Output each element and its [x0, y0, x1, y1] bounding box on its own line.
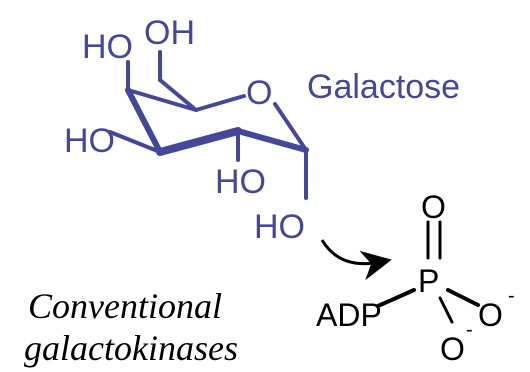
caption-line-1: Conventional	[28, 286, 222, 326]
bond-c5-c6	[158, 78, 198, 112]
ring-bond-c3-c2	[156, 127, 242, 156]
ho-c1-label: HO	[254, 208, 305, 246]
oxygen-right-label: O	[478, 297, 503, 333]
oxygen-top-label: O	[421, 189, 446, 225]
adp-label: ADP	[316, 297, 382, 333]
oxygen-right-charge: -	[508, 285, 515, 307]
bond-p-o-right	[446, 288, 480, 307]
ring-bond-o-c1	[273, 102, 308, 152]
galactose-structure	[108, 50, 309, 200]
oxygen-bottom-label: O	[440, 331, 465, 367]
ring-bond-c2-c1	[235, 128, 309, 153]
phosphate-structure	[376, 220, 480, 324]
oh-c6-label: OH	[144, 14, 195, 52]
bond-c3-ho	[108, 130, 162, 154]
ho-c2-label: HO	[215, 163, 266, 201]
ring-bond-c5-c4	[126, 88, 198, 112]
phosphorus-label: P	[418, 263, 439, 299]
nucleophilic-attack-arrow	[320, 239, 392, 281]
ring-bond-c5-o	[194, 94, 246, 112]
bond-adp-p	[376, 288, 416, 308]
galactose-label: Galactose	[307, 68, 460, 106]
ho-c4-label: HO	[82, 28, 133, 66]
caption-line-2: galactokinases	[24, 328, 238, 368]
ring-oxygen-label: O	[246, 74, 272, 112]
ring-bond-c4-c3	[125, 87, 163, 155]
ho-c3-label: HO	[64, 122, 115, 160]
oxygen-bottom-charge: -	[466, 319, 473, 341]
bond-p-o-bottom	[438, 296, 454, 324]
